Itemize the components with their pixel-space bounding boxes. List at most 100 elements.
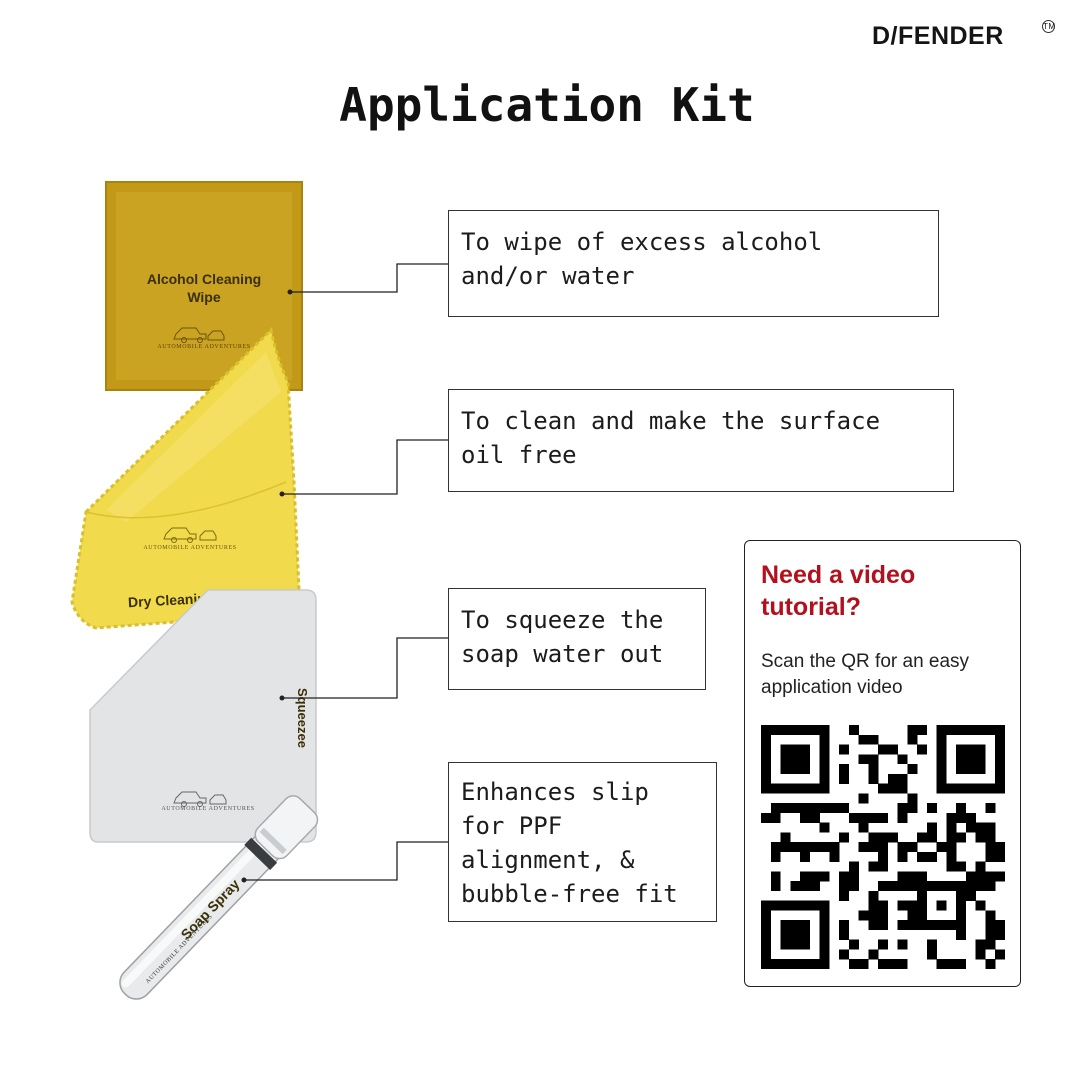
brand-logo-text: D/FENDER	[872, 22, 1004, 50]
qr-module	[839, 881, 850, 892]
qr-module	[839, 764, 850, 774]
qr-module	[897, 959, 908, 969]
qr-module	[878, 832, 889, 843]
qr-module	[887, 744, 898, 755]
qr-module	[907, 793, 918, 804]
qr-module	[878, 959, 889, 969]
leader-line-dry-wipe	[282, 439, 448, 495]
qr-module	[926, 822, 937, 833]
qr-module	[800, 812, 810, 823]
qr-module	[770, 842, 781, 853]
qr-module	[897, 803, 908, 814]
qr-module	[946, 842, 957, 853]
qr-module	[829, 803, 840, 814]
qr-module	[848, 812, 859, 823]
qr-module	[839, 871, 850, 882]
soap-spray-image: Soap Spray AUTOMOBILE ADVENTURES	[119, 795, 319, 1000]
qr-module	[800, 851, 810, 862]
qr-module	[897, 851, 908, 862]
qr-module	[897, 754, 908, 765]
qr-module	[878, 939, 889, 950]
qr-module	[907, 803, 918, 814]
qr-module	[770, 803, 781, 814]
qr-module	[965, 812, 976, 823]
qr-module	[839, 773, 850, 784]
qr-module	[956, 959, 967, 969]
qr-module	[800, 803, 810, 814]
qr-module	[887, 783, 898, 794]
qr-module	[956, 929, 967, 940]
qr-module	[878, 920, 889, 931]
dry-wipe-maker: AUTOMOBILE ADVENTURES	[143, 545, 236, 551]
qr-module	[897, 842, 908, 853]
qr-module	[917, 832, 928, 843]
qr-module	[985, 881, 996, 892]
qr-module	[858, 842, 869, 853]
qr-module	[878, 881, 889, 892]
qr-module	[868, 949, 879, 960]
qr-module	[868, 842, 879, 853]
leader-line-alcohol-wipe	[290, 263, 448, 293]
qr-module	[985, 851, 996, 862]
qr-module	[975, 939, 986, 950]
qr-module	[946, 851, 957, 862]
qr-module	[926, 832, 937, 843]
qr-module	[829, 842, 840, 853]
qr-module	[985, 822, 996, 833]
qr-module	[946, 812, 957, 823]
qr-module	[839, 929, 850, 940]
qr-module	[809, 803, 820, 814]
alcohol-wipe-maker: AUTOMOBILE ADVENTURES	[157, 344, 250, 350]
qr-module	[946, 832, 957, 843]
qr-module	[956, 861, 967, 872]
qr-module	[907, 910, 918, 921]
qr-module	[878, 842, 889, 853]
car-sketch-icon	[173, 327, 225, 343]
qr-module	[975, 832, 986, 843]
qr-module	[926, 949, 937, 960]
qr-module	[917, 851, 928, 862]
qr-module	[936, 959, 947, 969]
qr-module	[965, 890, 976, 901]
qr-module	[848, 861, 859, 872]
qr-module	[858, 910, 869, 921]
qr-module	[848, 939, 859, 950]
qr-module	[907, 900, 918, 911]
qr-module	[780, 842, 791, 853]
qr-module	[946, 822, 957, 833]
qr-module	[897, 871, 908, 882]
qr-module	[878, 910, 889, 921]
qr-module	[975, 871, 986, 882]
qr-module	[848, 871, 859, 882]
qr-module	[848, 725, 859, 735]
qr-module	[907, 920, 918, 931]
qr-module	[975, 822, 986, 833]
qr-module	[868, 812, 879, 823]
qr-module	[985, 871, 996, 882]
qr-module	[819, 871, 830, 882]
qr-module	[848, 881, 859, 892]
qr-module	[917, 871, 928, 882]
qr-module	[985, 929, 996, 940]
qr-code[interactable]	[761, 725, 1005, 969]
qr-module	[975, 949, 986, 960]
qr-module	[839, 803, 850, 814]
qr-module	[985, 920, 996, 931]
qr-module	[965, 822, 976, 833]
video-tutorial-heading: Need a video tutorial?	[761, 561, 916, 621]
qr-module	[936, 842, 947, 853]
qr-module	[975, 881, 986, 892]
qr-module	[926, 803, 937, 814]
qr-module	[819, 822, 830, 833]
qr-module	[761, 812, 771, 823]
qr-module	[926, 939, 937, 950]
alcohol-cleaning-wipe-image: Alcohol Cleaning Wipe AUTOMOBILE ADVENTU…	[105, 181, 303, 391]
qr-module	[868, 832, 879, 843]
alcohol-wipe-label-line2: Wipe	[187, 289, 221, 305]
squeegee-image: Squeezee AUTOMOBILE ADVENTURES	[89, 589, 317, 843]
qr-module	[907, 881, 918, 892]
qr-module	[985, 842, 996, 853]
qr-module	[858, 959, 869, 969]
car-sketch-icon	[173, 791, 227, 807]
qr-module	[975, 861, 986, 872]
